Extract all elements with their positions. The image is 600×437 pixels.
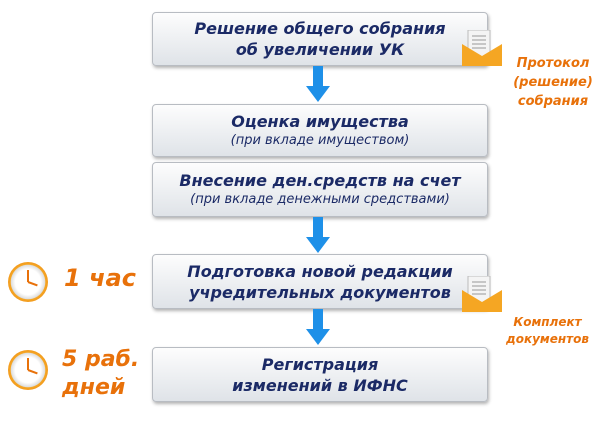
protocol-note: Протокол (решение) собрания — [513, 56, 593, 109]
arrow-down-icon — [306, 309, 330, 345]
step-registration: Регистрация изменений в ИФНС — [152, 347, 488, 402]
clock-icon — [8, 350, 48, 390]
step-title: Внесение ден.средств на счет — [179, 171, 461, 190]
clock-icon — [8, 262, 48, 302]
step-subtitle: (при вкладе денежными средствами) — [190, 192, 450, 207]
envelope-documents-icon — [462, 30, 502, 66]
step-cash-deposit: Внесение ден.средств на счет (при вкладе … — [152, 162, 488, 217]
step-title: Подготовка новой редакции учредительных … — [187, 261, 453, 302]
step-title: Решение общего собрания об увеличении УК — [194, 19, 446, 59]
step-title: Оценка имущества — [231, 112, 409, 131]
step-general-meeting: Решение общего собрания об увеличении УК — [152, 12, 488, 66]
timing-one-hour: 1 час — [64, 264, 136, 292]
envelope-documents-icon — [462, 276, 502, 312]
step-subtitle: (при вкладе имуществом) — [230, 133, 410, 148]
arrow-down-icon — [306, 217, 330, 253]
step-prepare-documents: Подготовка новой редакции учредительных … — [152, 254, 488, 309]
step-property-valuation: Оценка имущества (при вкладе имуществом) — [152, 104, 488, 157]
documents-note: Комплект документов — [506, 315, 589, 346]
step-title: Регистрация изменений в ИФНС — [232, 354, 408, 395]
arrow-down-icon — [306, 66, 330, 102]
timing-five-days: 5 раб. дней — [62, 347, 140, 400]
